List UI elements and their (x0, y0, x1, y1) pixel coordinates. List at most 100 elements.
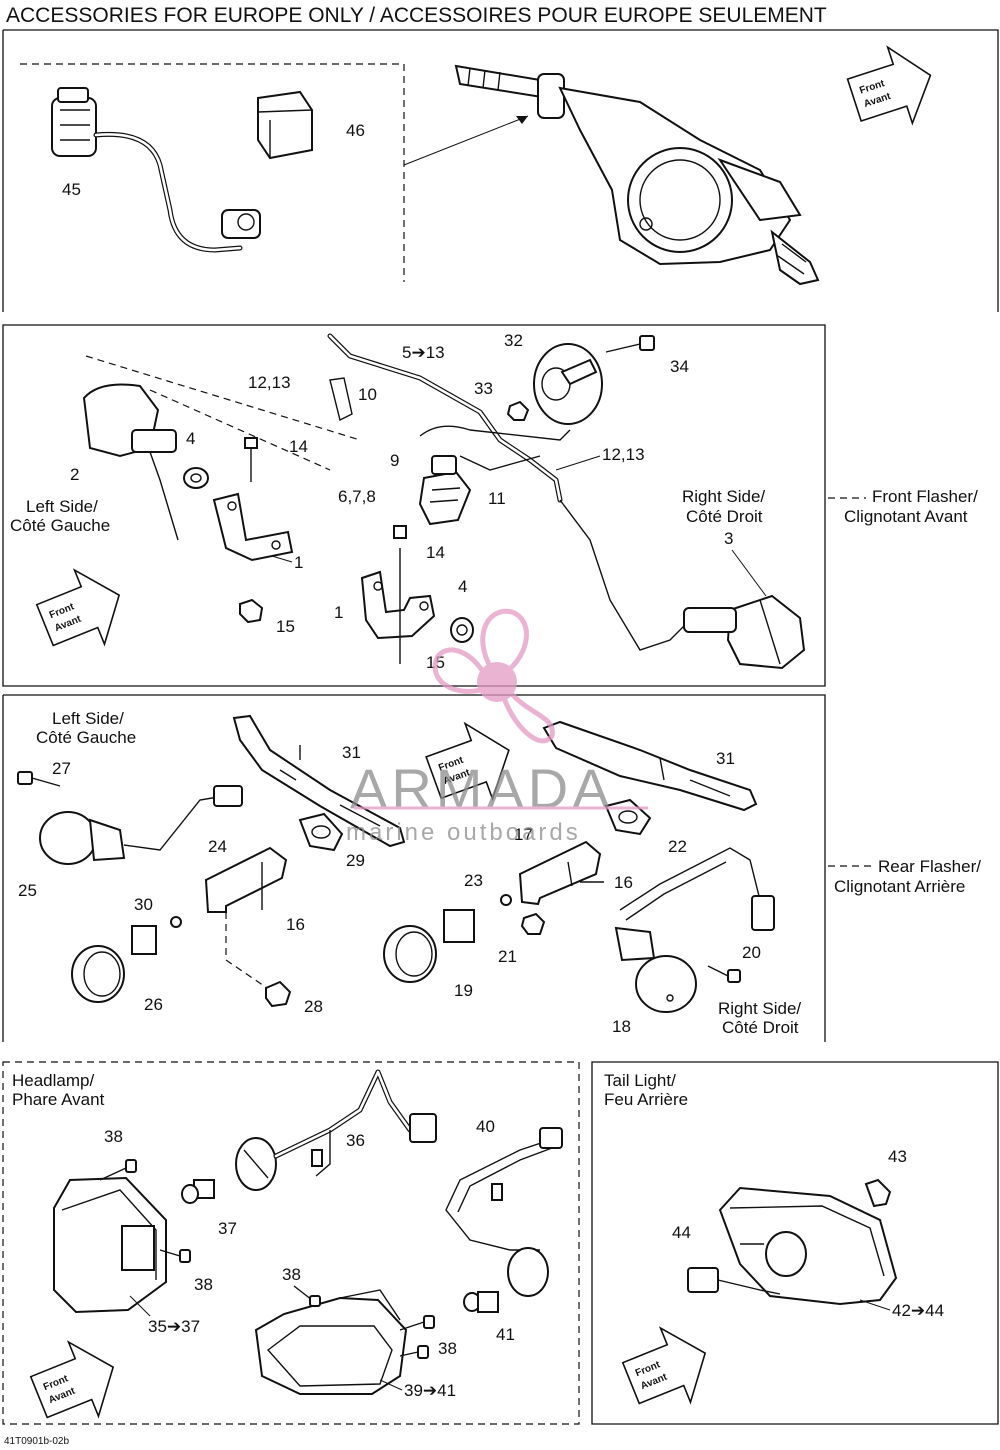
nut-23-drawing (500, 894, 512, 906)
front-flasher-section: Front Flasher/ Clignotant Avant 2 Left S… (2, 324, 978, 687)
callout-37: 37 (218, 1219, 237, 1238)
callout-1a: 1 (294, 553, 303, 572)
footer-code: 41T0901b-02b (4, 1436, 69, 1447)
bulb-43-drawing (864, 1178, 892, 1208)
callout-27: 27 (52, 759, 71, 778)
callout-2: 2 (70, 465, 79, 484)
rear-right-side-label-1: Right Side/ (718, 999, 801, 1018)
callout-11: 11 (488, 489, 506, 508)
callout-1b: 1 (334, 603, 343, 622)
callout-17: 17 (514, 825, 533, 844)
tail-light-drawing (718, 1186, 898, 1306)
callout-5-13: 5➔13 (402, 343, 445, 362)
wire-harness-drawing (327, 333, 691, 651)
propeller-logo-icon (432, 608, 555, 744)
callout-45: 45 (62, 180, 81, 199)
callout-25: 25 (18, 881, 37, 900)
bracket-17-drawing (518, 840, 604, 906)
left-side-label-2: Côté Gauche (10, 516, 110, 535)
callout-40: 40 (476, 1117, 495, 1136)
bolt-20-drawing (707, 965, 741, 983)
grommet-4b-drawing (450, 617, 474, 643)
tail-light-label-2: Feu Arrière (604, 1090, 688, 1109)
bracket-1b-drawing (360, 525, 436, 664)
callout-16b: 16 (614, 873, 633, 892)
nut-30-drawing (131, 916, 182, 955)
callout-35-37: 35➔37 (148, 1317, 200, 1336)
callout-20: 20 (742, 943, 761, 962)
callout-4b: 4 (458, 577, 467, 596)
switch-45-drawing (51, 87, 261, 253)
callout-46: 46 (346, 121, 365, 140)
rear-right-side-label-2: Côté Droit (722, 1018, 799, 1037)
callout-29: 29 (346, 851, 365, 870)
headlamp-label-2: Phare Avant (12, 1090, 105, 1109)
callout-23: 23 (464, 871, 483, 890)
callout-28: 28 (304, 997, 323, 1016)
rear-flasher-label-2: Clignotant Arrière (834, 877, 965, 896)
callout-10: 10 (358, 385, 377, 404)
tail-light-label-1: Tail Light/ (604, 1071, 676, 1090)
page-title: ACCESSORIES FOR EUROPE ONLY / ACCESSOIRE… (6, 4, 827, 27)
lens-19-drawing (383, 909, 475, 983)
bracket-31a-drawing (232, 714, 406, 848)
callout-38c: 38 (282, 1265, 301, 1284)
callout-36: 36 (346, 1131, 365, 1150)
headlamp-housing-drawing (53, 1176, 167, 1314)
callout-34: 34 (670, 357, 689, 376)
callout-42-44: 42➔44 (892, 1301, 944, 1320)
flasher-18-drawing (614, 847, 775, 1013)
callout-15a: 15 (276, 617, 295, 636)
bolt-38a-drawing (99, 1159, 137, 1181)
bolt-34-drawing (605, 335, 655, 353)
rear-left-side-label-1: Left Side/ (52, 709, 124, 728)
fog-lamp-drawing (254, 1289, 408, 1395)
front-arrow-mid: Front Avant (29, 557, 135, 663)
flasher-left-drawing (82, 355, 361, 541)
callout-38b: 38 (194, 1275, 213, 1294)
bolt-27-drawing (17, 771, 61, 787)
callout-14b: 14 (426, 543, 445, 562)
socket-41-drawing (463, 1247, 549, 1313)
callout-41: 41 (496, 1325, 515, 1344)
nut-21-drawing (520, 912, 546, 935)
callout-31b: 31 (716, 749, 735, 768)
front-arrow-rear: Front Avant (419, 711, 524, 816)
callout-6-7-8: 6,7,8 (338, 487, 376, 506)
harness-40-drawing (445, 1127, 563, 1251)
callout-4a: 4 (186, 429, 195, 448)
connector-6-7-8-drawing (418, 455, 472, 526)
callout-30: 30 (134, 895, 153, 914)
rear-flasher-label-1: Rear Flasher/ (878, 857, 981, 876)
callout-38a: 38 (104, 1127, 123, 1146)
lens-26-drawing (71, 945, 125, 1003)
callout-16a: 16 (286, 915, 305, 934)
callout-21: 21 (498, 947, 517, 966)
tail-light-section: Tail Light/ Feu Arrière 43 44 42➔44 Fron… (591, 1061, 999, 1425)
front-flasher-label-2: Clignotant Avant (844, 507, 968, 526)
handlebar-assembly-drawing (454, 64, 820, 286)
bolt-38b-drawing (159, 1249, 191, 1263)
nut-28-drawing (265, 980, 292, 1008)
callout-44: 44 (672, 1223, 691, 1242)
callout-26: 26 (144, 995, 163, 1014)
headlamp-label-1: Headlamp/ (12, 1071, 94, 1090)
headlamp-section: Headlamp/ Phare Avant 35➔37 38 38 37 (2, 1061, 580, 1435)
callout-3: 3 (724, 529, 733, 548)
watermark-tagline: marine outboards (346, 819, 581, 846)
callout-9: 9 (390, 451, 399, 470)
callout-32: 32 (504, 331, 523, 350)
harness-36-drawing (235, 1069, 437, 1191)
callout-38d: 38 (438, 1339, 457, 1358)
callout-12-13a: 12,13 (248, 373, 291, 392)
connector-44-drawing (687, 1267, 781, 1295)
rear-flasher-section: Rear Flasher/ Clignotant Arrière Left Si… (2, 694, 981, 1042)
callout-12-13b: 12,13 (602, 445, 645, 464)
bracket-24-drawing (204, 846, 288, 991)
callout-33: 33 (474, 379, 493, 398)
left-side-label-1: Left Side/ (26, 497, 98, 516)
bolt-38d-drawing (399, 1315, 435, 1359)
front-arrow-headlamp: Front Avant (23, 1329, 129, 1435)
bolt-38c-drawing (293, 1285, 321, 1307)
